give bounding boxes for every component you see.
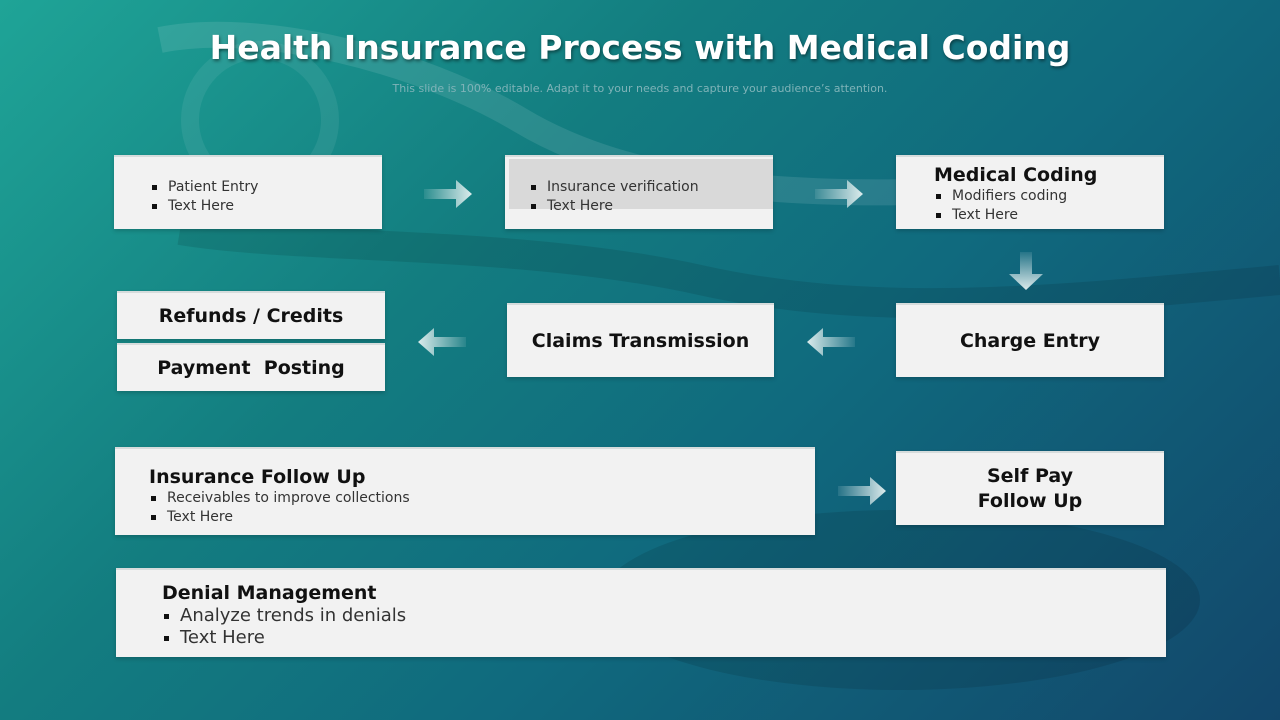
- arrow-left-icon: [418, 328, 466, 356]
- claims-transmission-box: Claims Transmission: [507, 303, 774, 377]
- list-item: Analyze trends in denials: [162, 605, 406, 627]
- list-item: Text Here: [529, 197, 699, 216]
- refunds-credits-box: Refunds / Credits: [117, 291, 385, 339]
- list-item: Text Here: [162, 627, 406, 649]
- list-item: Text Here: [149, 508, 410, 527]
- arrow-down-icon: [1009, 252, 1043, 290]
- list-item: Patient Entry: [150, 178, 258, 197]
- box-heading-line2: Follow Up: [977, 490, 1083, 512]
- box-heading-line1: Self Pay: [986, 465, 1073, 487]
- box-heading: Denial Management: [162, 582, 377, 604]
- charge-entry-box: Charge Entry: [896, 303, 1164, 377]
- arrow-right-icon: [424, 180, 472, 208]
- list-item: Text Here: [934, 206, 1097, 225]
- box-heading: Insurance Follow Up: [149, 466, 366, 488]
- insurance-follow-up-box: Insurance Follow Up Receivables to impro…: [115, 447, 815, 535]
- list-item: Insurance verification: [529, 178, 699, 197]
- arrow-right-icon: [838, 477, 886, 505]
- list-item: Text Here: [150, 197, 258, 216]
- box-heading: Charge Entry: [959, 329, 1101, 352]
- insurance-verification-box: Insurance verification Text Here: [505, 155, 773, 229]
- box-heading: Claims Transmission: [531, 329, 750, 352]
- page-title: Health Insurance Process with Medical Co…: [209, 28, 1071, 67]
- self-pay-follow-up-box: Self Pay Follow Up: [896, 451, 1164, 525]
- medical-coding-box: Medical Coding Modifiers coding Text Her…: [896, 155, 1164, 229]
- arrow-left-icon: [807, 328, 855, 356]
- list-item: Receivables to improve collections: [149, 489, 410, 508]
- payment-posting-box: Payment Posting: [117, 343, 385, 391]
- denial-management-box: Denial Management Analyze trends in deni…: [116, 568, 1166, 657]
- page-subtitle: This slide is 100% editable. Adapt it to…: [392, 82, 888, 95]
- box-heading: Medical Coding: [934, 164, 1098, 186]
- list-item: Modifiers coding: [934, 187, 1097, 206]
- box-heading: Payment Posting: [157, 356, 345, 379]
- arrow-right-icon: [815, 180, 863, 208]
- box-heading: Refunds / Credits: [158, 304, 344, 327]
- patient-entry-box: Patient Entry Text Here: [114, 155, 382, 229]
